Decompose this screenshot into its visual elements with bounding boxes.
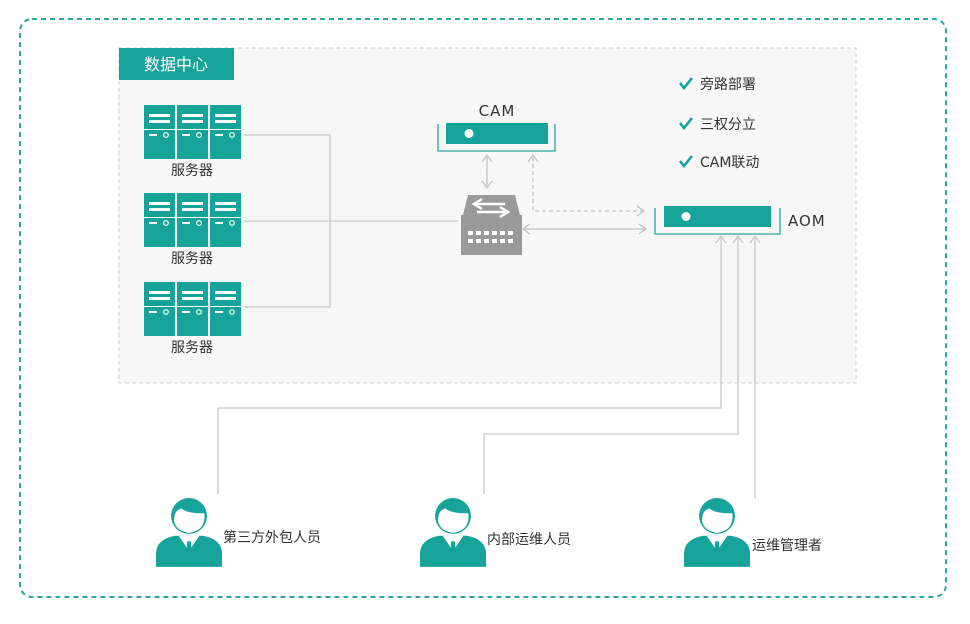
user-icon-outsourced: [156, 498, 222, 567]
user-label-manager: 运维管理者: [752, 538, 822, 554]
feature-label-2: 三权分立: [700, 117, 756, 133]
server-group-3: [144, 282, 241, 336]
cam-switch-link: [481, 153, 493, 190]
datacenter-label: 数据中心: [144, 55, 208, 74]
server-label-1: 服务器: [171, 163, 213, 179]
server-group-1: [144, 105, 241, 159]
user-icon-internal: [420, 498, 486, 567]
check-icon: [678, 155, 694, 169]
switch-aom-link: [521, 223, 648, 235]
server-label-3: 服务器: [171, 340, 213, 356]
aom-device: [654, 206, 781, 235]
feature-list: 旁路部署 三权分立 CAM联动: [678, 76, 759, 171]
server-group-2: [144, 193, 241, 247]
user-icon-manager: [684, 498, 750, 567]
outer-frame: [19, 18, 947, 598]
feature-label-1: 旁路部署: [700, 76, 756, 93]
cam-aom-link: [527, 153, 646, 217]
user-label-internal: 内部运维人员: [487, 532, 571, 548]
cam-label: CAM: [479, 102, 516, 120]
cam-device: [437, 123, 556, 152]
user-label-outsourced: 第三方外包人员: [223, 529, 321, 546]
server-label-2: 服务器: [171, 251, 213, 267]
check-icon: [678, 117, 694, 131]
datacenter-tag: [119, 48, 234, 80]
check-icon: [678, 77, 694, 91]
arrow-heads: [715, 234, 761, 244]
switch-icon: [461, 195, 522, 255]
connector-lines: [217, 134, 756, 499]
feature-label-3: CAM联动: [700, 155, 759, 171]
aom-label: AOM: [788, 212, 826, 230]
